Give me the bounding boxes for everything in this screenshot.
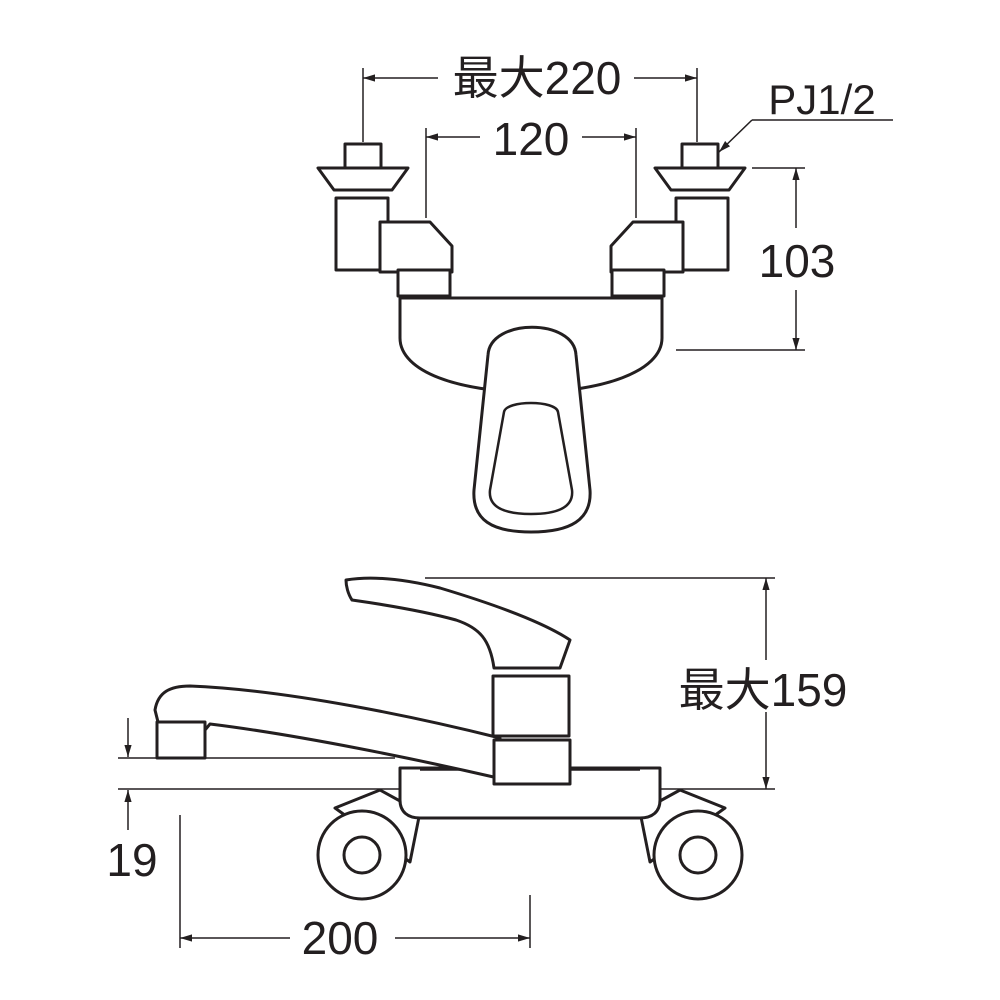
spout-tip <box>155 720 207 760</box>
cartridge <box>491 674 571 738</box>
top-dimensions <box>362 68 893 351</box>
faucet-base-side <box>398 766 662 820</box>
max-height-label: 最大159 <box>679 664 848 716</box>
left-supply-connector <box>316 142 454 298</box>
top-height-label: 103 <box>759 235 836 287</box>
spout-clearance-label: 19 <box>106 834 157 886</box>
center-spacing-label: 120 <box>493 113 570 165</box>
side-view <box>153 576 744 901</box>
thread-label: PJ1/2 <box>768 76 875 123</box>
max-width-label: 最大220 <box>453 52 622 104</box>
lever-handle-side <box>344 576 572 670</box>
right-wall-bracket <box>638 788 744 901</box>
left-wall-bracket <box>316 788 422 901</box>
spout <box>153 684 502 780</box>
top-view <box>316 142 747 534</box>
side-dimensions <box>118 577 775 948</box>
cylinder-body <box>492 738 572 786</box>
lever-opening <box>488 401 574 516</box>
right-supply-connector <box>609 142 747 298</box>
spout-reach-label: 200 <box>302 912 379 964</box>
